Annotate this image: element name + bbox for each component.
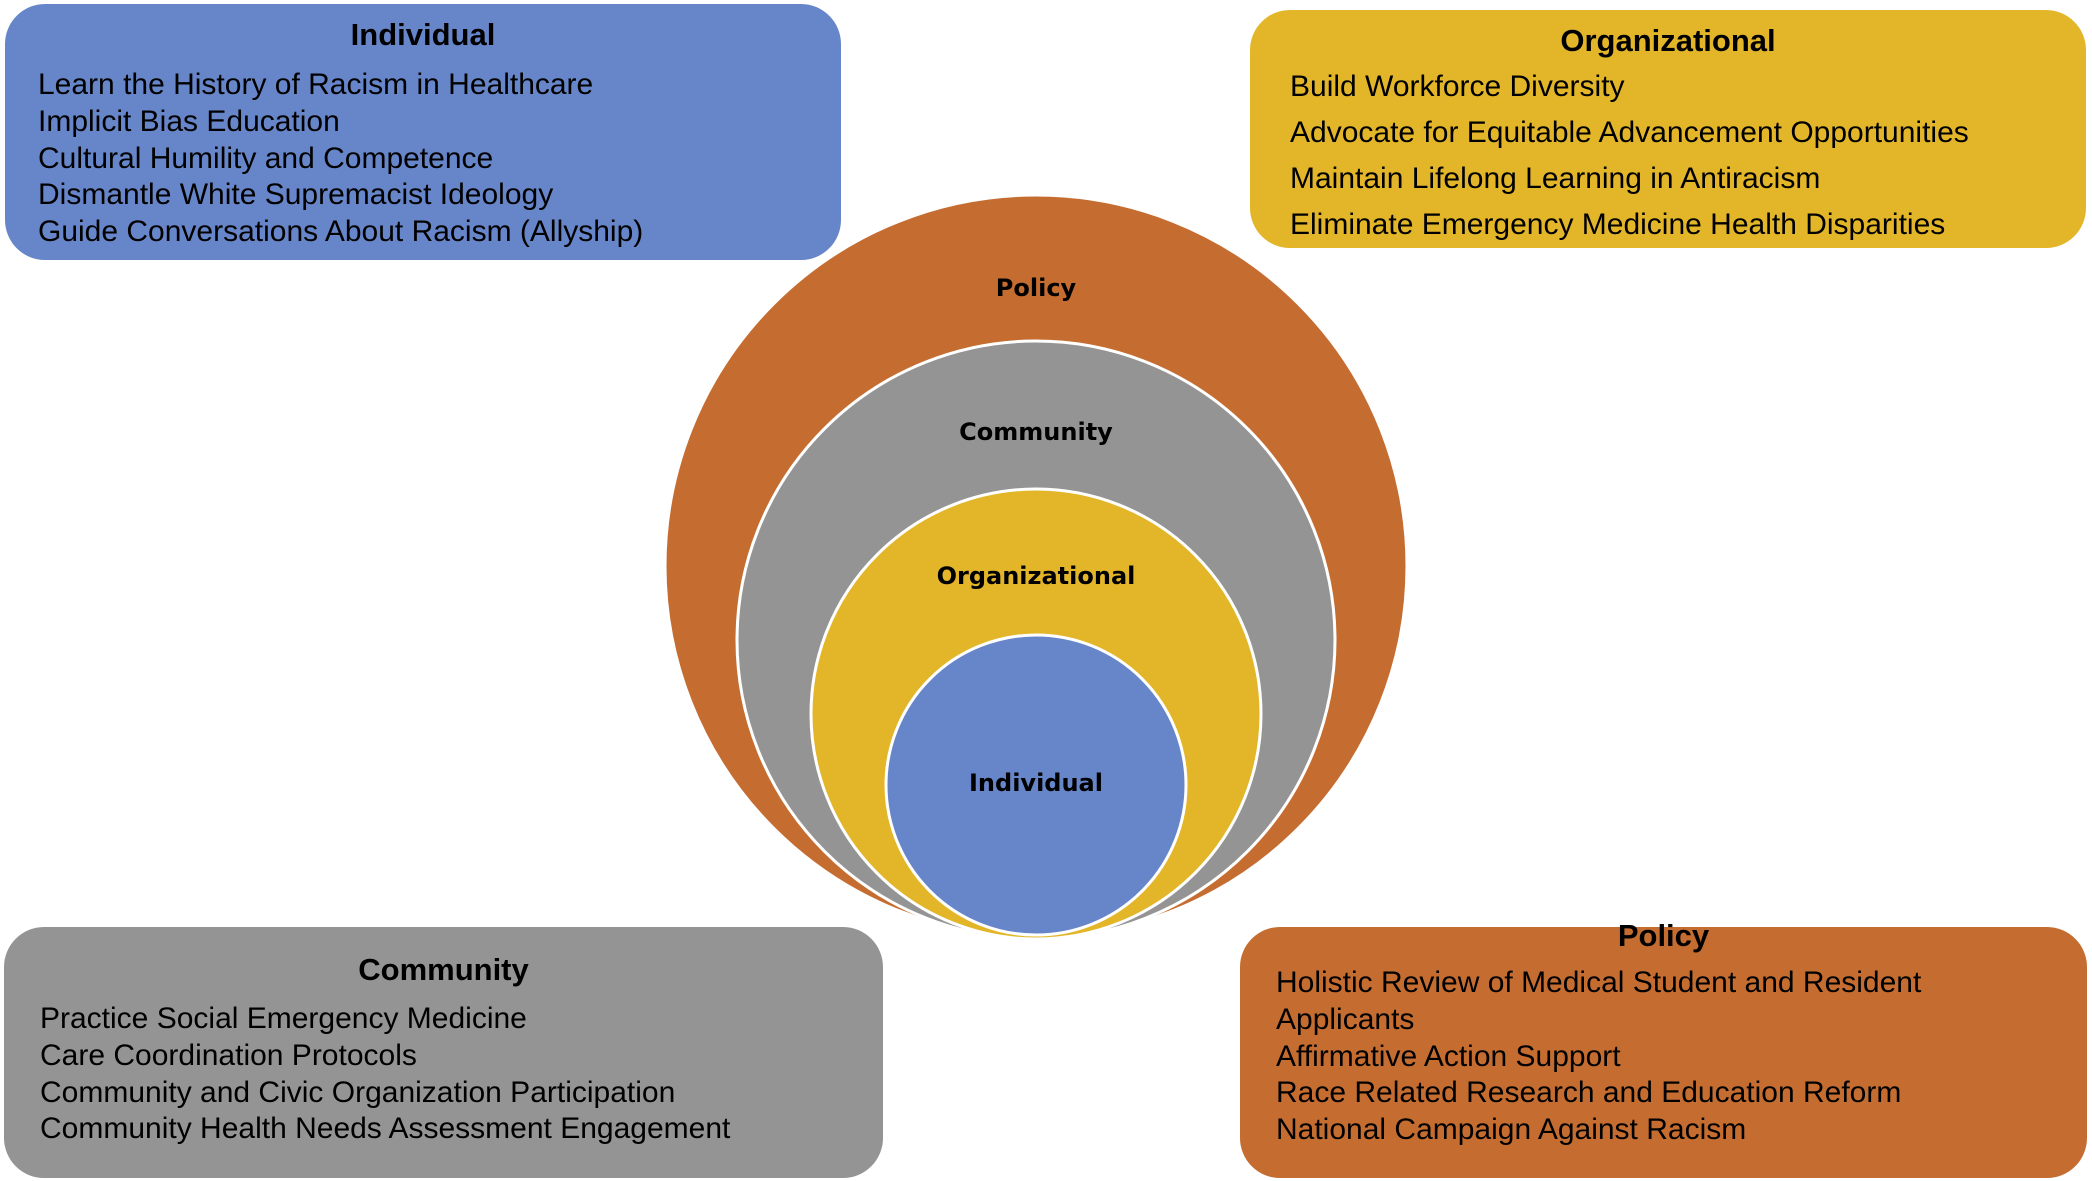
community-items-list: Practice Social Emergency Medicine Care …: [40, 1001, 730, 1148]
policy-items-list: Holistic Review of Medical Student and R…: [1276, 965, 1976, 1149]
policy-item: Holistic Review of Medical Student and R…: [1276, 966, 1922, 1036]
ring-label-individual: Individual: [969, 769, 1103, 797]
individual-item: Learn the History of Racism in Healthcar…: [38, 68, 594, 101]
individual-box-title: Individual: [350, 17, 496, 52]
ring-label-organizational: Organizational: [937, 562, 1136, 590]
organizational-item: Advocate for Equitable Advancement Oppor…: [1290, 116, 1969, 149]
community-item: Community and Civic Organization Partici…: [40, 1075, 676, 1109]
community-box: Community Practice Social Emergency Medi…: [4, 927, 883, 1178]
policy-item: National Campaign Against Racism: [1276, 1113, 1747, 1147]
ring-label-policy: Policy: [996, 274, 1077, 302]
individual-items-list: Learn the History of Racism in Healthcar…: [38, 67, 643, 251]
individual-box: Individual Learn the History of Racism i…: [5, 4, 841, 260]
organizational-item: Maintain Lifelong Learning in Antiracism: [1290, 162, 1821, 195]
individual-item: Guide Conversations About Racism (Allysh…: [38, 215, 644, 249]
policy-box-title: Policy: [1617, 918, 1710, 953]
individual-item: Implicit Bias Education: [38, 104, 340, 138]
community-box-title: Community: [358, 952, 529, 987]
organizational-item: Eliminate Emergency Medicine Health Disp…: [1290, 208, 1946, 241]
community-item: Care Coordination Protocols: [40, 1038, 417, 1072]
community-item: Community Health Needs Assessment Engage…: [40, 1112, 731, 1146]
policy-item: Race Related Research and Education Refo…: [1276, 1076, 1902, 1110]
individual-item: Cultural Humility and Competence: [38, 141, 494, 175]
organizational-items-list: Build Workforce Diversity Advocate for E…: [1290, 64, 1969, 248]
individual-item: Dismantle White Supremacist Ideology: [38, 178, 554, 212]
ring-individual: [884, 633, 1188, 937]
community-item: Practice Social Emergency Medicine: [40, 1002, 527, 1035]
organizational-item: Build Workforce Diversity: [1290, 70, 1625, 103]
ring-label-community: Community: [959, 418, 1113, 446]
organizational-box: Organizational Build Workforce Diversity…: [1250, 10, 2086, 248]
organizational-box-title: Organizational: [1560, 23, 1776, 58]
policy-item: Affirmative Action Support: [1276, 1039, 1621, 1073]
policy-box: Policy Holistic Review of Medical Studen…: [1240, 919, 2087, 1178]
